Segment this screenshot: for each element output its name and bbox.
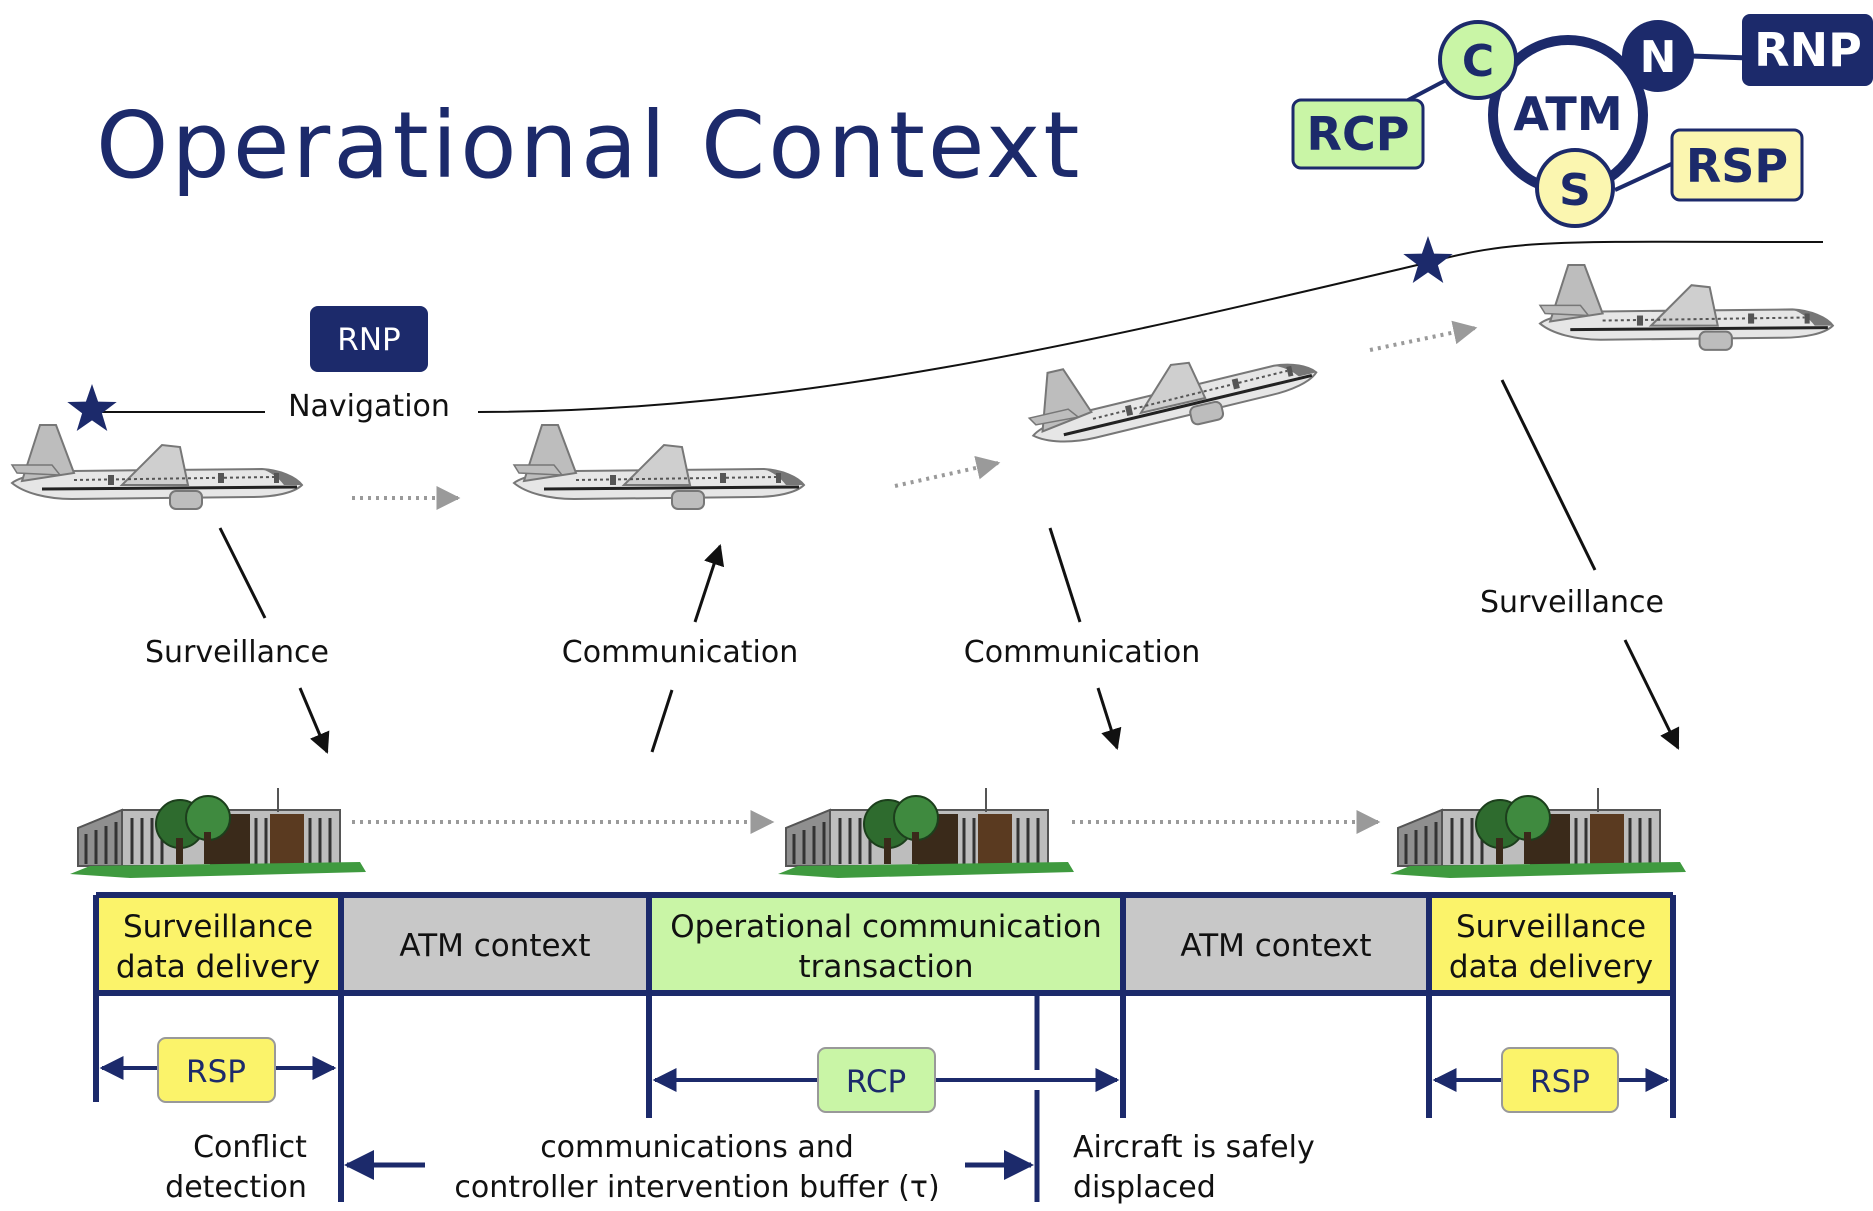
airplane-icon [1018,312,1324,463]
cns-link-arrows [218,379,1680,754]
cns-atm-badge: ATM C N S RCP RNP RSP [1291,14,1873,228]
seg2-label: ATM context [399,928,590,964]
rsp-measure-right-label: RSP [1530,1064,1590,1100]
seg5-line2: data delivery [1449,949,1653,985]
displaced-line2: displaced [1073,1170,1216,1205]
rcp-measure [817,1047,936,1113]
timeline-segment-atm-context-right [1123,895,1429,993]
c-node [1438,20,1518,100]
seg3-line2: transaction [798,949,973,985]
s-node [1535,148,1615,228]
surveillance-label-right: Surveillance [1480,585,1664,620]
airplane-icon [512,423,806,511]
rsp-measure-right [1501,1047,1619,1113]
buffer-line1: communications and [540,1130,854,1165]
aircraft-progress-arrows [352,320,1478,510]
rcp-measure-label: RCP [846,1064,906,1100]
c-node-label: C [1462,36,1494,87]
seg3-line1: Operational communication [670,909,1101,945]
surveillance-label-left: Surveillance [145,635,329,670]
atm-label: ATM [1513,87,1622,141]
timeline-segment-operational-communication [649,895,1123,993]
n-node-label: N [1640,32,1677,83]
s-node-label: S [1559,165,1591,216]
rsp-measure-left [157,1037,276,1103]
communication-label-up: Communication [562,635,798,670]
seg1-line1: Surveillance [123,909,313,945]
conflict-detection-line2: detection [165,1170,307,1205]
airplane-icon [10,423,304,511]
rsp-measure-left-label: RSP [186,1054,246,1090]
atc-facility-icon [776,786,1076,880]
atc-facility-icon [1388,786,1688,880]
n-node [1622,20,1694,92]
rnp-tag-label: RNP [337,322,400,358]
seg1-line2: data delivery [116,949,320,985]
seg4-label: ATM context [1180,928,1371,964]
seg5-line1: Surveillance [1456,909,1646,945]
rsp-box-label: RSP [1686,139,1788,193]
timeline-bar: Surveillance data delivery ATM context O… [93,892,1676,1202]
timeline-segment-atm-context-left [341,895,649,993]
rnp-box-label: RNP [1754,23,1862,77]
performance-measures: RSP RCP RSP [99,1037,1670,1113]
conflict-detection-line1: Conflict [193,1130,307,1165]
navigation-label: Navigation [288,389,450,424]
atc-facility-icon [68,786,368,880]
buffer-line2: controller intervention buffer (τ) [454,1170,939,1205]
timeline-segment-surveillance-left [96,895,341,993]
rsp-box [1670,128,1804,202]
rnp-tag [310,306,428,372]
page-title: Operational Context [96,92,1083,199]
rcp-box [1291,98,1425,170]
displaced-line1: Aircraft is safely [1073,1130,1315,1165]
rcp-box-label: RCP [1307,107,1410,161]
waypoint-star-icon [1403,236,1453,283]
communication-label-down: Communication [964,635,1200,670]
waypoint-star-icon [67,384,117,431]
airplane-icon [1538,263,1835,352]
flight-path [67,236,1824,431]
rnp-box [1742,14,1873,86]
timeline-segment-surveillance-right [1429,895,1673,993]
